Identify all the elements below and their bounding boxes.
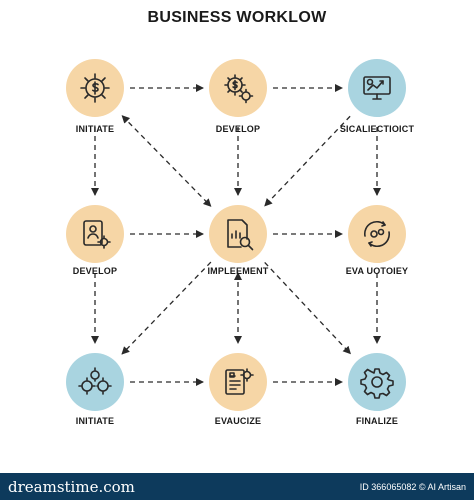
diagram-title: BUSINESS WORKLOW [147, 9, 327, 26]
gear-icon [360, 368, 394, 399]
node-sicaliectioict [348, 59, 406, 117]
node-label: EVA UOTOIEY [345, 266, 409, 276]
node-label: INITIATE [75, 124, 115, 134]
arrow-n1-n5 [121, 115, 212, 207]
node-label: DEVELOP [72, 266, 118, 276]
dollar-gears-icon [224, 74, 254, 104]
node-label: DEVELOP [215, 124, 261, 134]
node-develop-mid [66, 205, 124, 263]
node-label: FINALIZE [355, 416, 399, 426]
node-finalize [348, 353, 406, 411]
node-initiate-top [66, 59, 124, 117]
dreamstime-logo: dreamstime.com [8, 477, 135, 496]
arrow-n3-n5 [264, 115, 351, 207]
id-card-gear-icon [83, 220, 111, 249]
arrow-n5-n9 [264, 261, 351, 355]
footer-bar: dreamstime.com ID 366065082 © AI Artisan [0, 473, 474, 500]
node-impleement [209, 205, 267, 263]
node-label: IMPLEEMENT [207, 266, 269, 276]
gear-cluster-icon [78, 367, 112, 395]
node-initiate-bottom [66, 353, 124, 411]
node-eva-uotoiey [348, 205, 406, 263]
cycle-gears-icon [363, 220, 391, 248]
arrows-layer [91, 84, 381, 386]
node-label: INITIATE [75, 416, 115, 426]
node-develop-top [209, 59, 267, 117]
image-id-text: ID 366065082 © AI Artisan [359, 481, 466, 492]
node-label: EVAUCIZE [214, 416, 262, 426]
node-evaucize [209, 353, 267, 411]
report-magnifier-icon [227, 219, 254, 251]
node-label: SICALIECTIOICT [339, 124, 415, 134]
dollar-gear-icon [80, 73, 110, 103]
monitor-chart-icon [363, 76, 391, 100]
arrow-n5-n7 [121, 261, 212, 355]
document-gear-icon [225, 368, 254, 395]
